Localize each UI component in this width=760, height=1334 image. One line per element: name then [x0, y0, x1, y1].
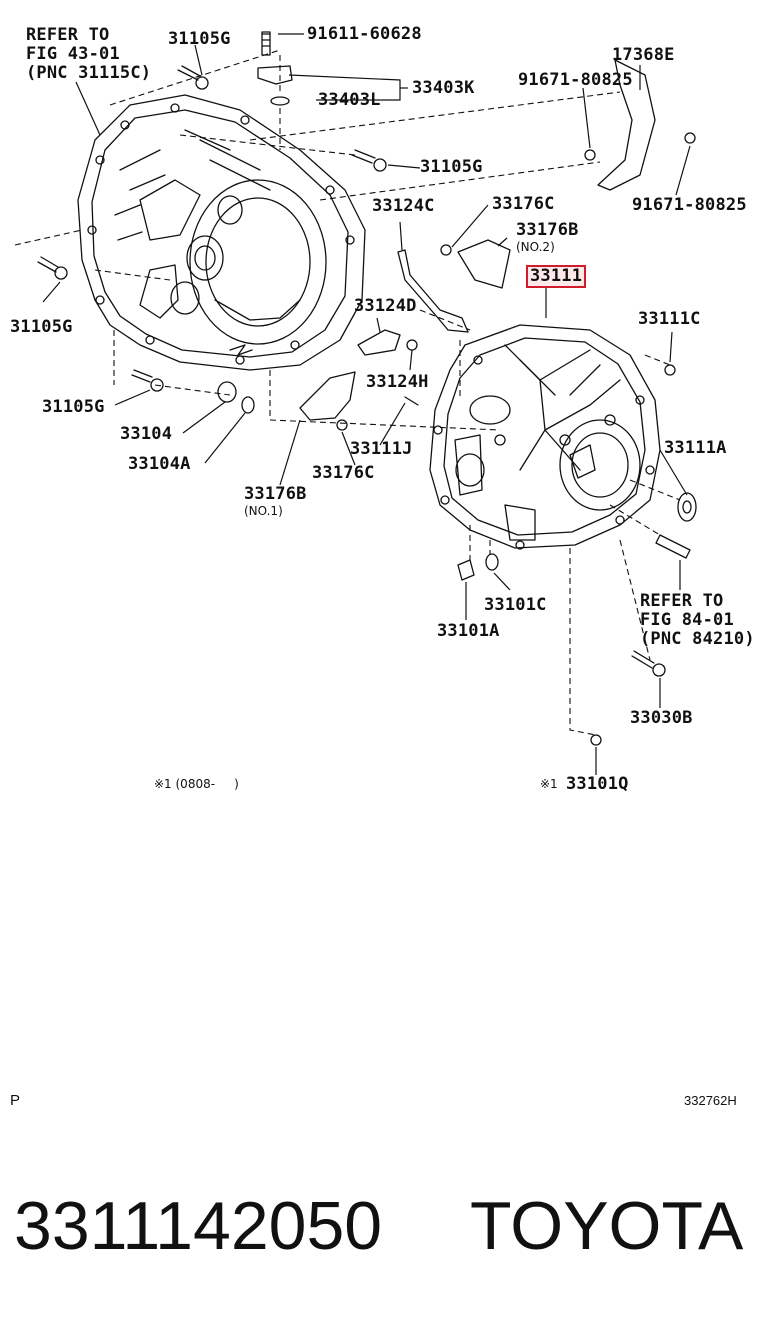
no2-note: (NO.2): [516, 240, 555, 254]
refer-line-1: REFER TO: [640, 591, 724, 611]
part-label-91611-60628[interactable]: 91611-60628: [307, 24, 422, 44]
refer-line-3: (PNC 84210): [640, 629, 755, 649]
part-label-31105g-left[interactable]: 31105G: [10, 317, 73, 337]
part-label-33104[interactable]: 33104: [120, 424, 173, 444]
no1-note: (NO.1): [244, 504, 283, 518]
part-label-33111j[interactable]: 33111J: [350, 439, 413, 459]
left-housing-drawing: [77, 94, 366, 371]
page-mark: P: [10, 1092, 21, 1109]
part-label-17368e[interactable]: 17368E: [612, 45, 675, 65]
date-note-left: ※1 (0808- ): [154, 777, 239, 791]
part-number-title: 3311142050: [14, 1188, 383, 1264]
right-housing-drawing: [429, 324, 661, 550]
part-label-91671-80825-right[interactable]: 91671-80825: [632, 195, 747, 215]
refer-note-top-left: REFER TO FIG 43-01 (PNC 31115C): [26, 26, 151, 83]
refer-line-1: REFER TO: [26, 25, 110, 45]
part-label-33101a[interactable]: 33101A: [437, 621, 500, 641]
refer-note-right: REFER TO FIG 84-01 (PNC 84210): [640, 592, 755, 649]
part-label-33124c[interactable]: 33124C: [372, 196, 435, 216]
part-label-31105g-lower[interactable]: 31105G: [42, 397, 105, 417]
part-label-33030b[interactable]: 33030B: [630, 708, 693, 728]
part-label-33176c-top[interactable]: 33176C: [492, 194, 555, 214]
part-label-31105g-mid[interactable]: 31105G: [420, 157, 483, 177]
part-label-33176c-lower[interactable]: 33176C: [312, 463, 375, 483]
part-label-91671-80825-top[interactable]: 91671-80825: [518, 70, 633, 90]
part-label-33111-highlighted[interactable]: 33111: [526, 265, 587, 288]
brand-title: TOYOTA: [470, 1188, 744, 1264]
date-note-marker: ※1: [540, 777, 558, 791]
part-label-33101q[interactable]: 33101Q: [566, 774, 629, 794]
part-label-31105g-top[interactable]: 31105G: [168, 29, 231, 49]
diagram-code: 332762H: [684, 1093, 737, 1108]
refer-line-3: (PNC 31115C): [26, 63, 152, 83]
part-label-33176b-no1[interactable]: 33176B: [244, 484, 307, 504]
part-label-33111a[interactable]: 33111A: [664, 438, 727, 458]
part-label-33101c[interactable]: 33101C: [484, 595, 547, 615]
part-label-33176b-no2[interactable]: 33176B: [516, 220, 579, 240]
part-label-33403k[interactable]: 33403K: [412, 78, 475, 98]
part-label-33403l[interactable]: 33403L: [318, 90, 381, 110]
part-label-33111c[interactable]: 33111C: [638, 309, 701, 329]
part-label-33124h[interactable]: 33124H: [366, 372, 429, 392]
part-label-33104a[interactable]: 33104A: [128, 454, 191, 474]
refer-line-2: FIG 43-01: [26, 44, 120, 64]
part-label-33124d[interactable]: 33124D: [354, 296, 417, 316]
refer-line-2: FIG 84-01: [640, 610, 734, 630]
